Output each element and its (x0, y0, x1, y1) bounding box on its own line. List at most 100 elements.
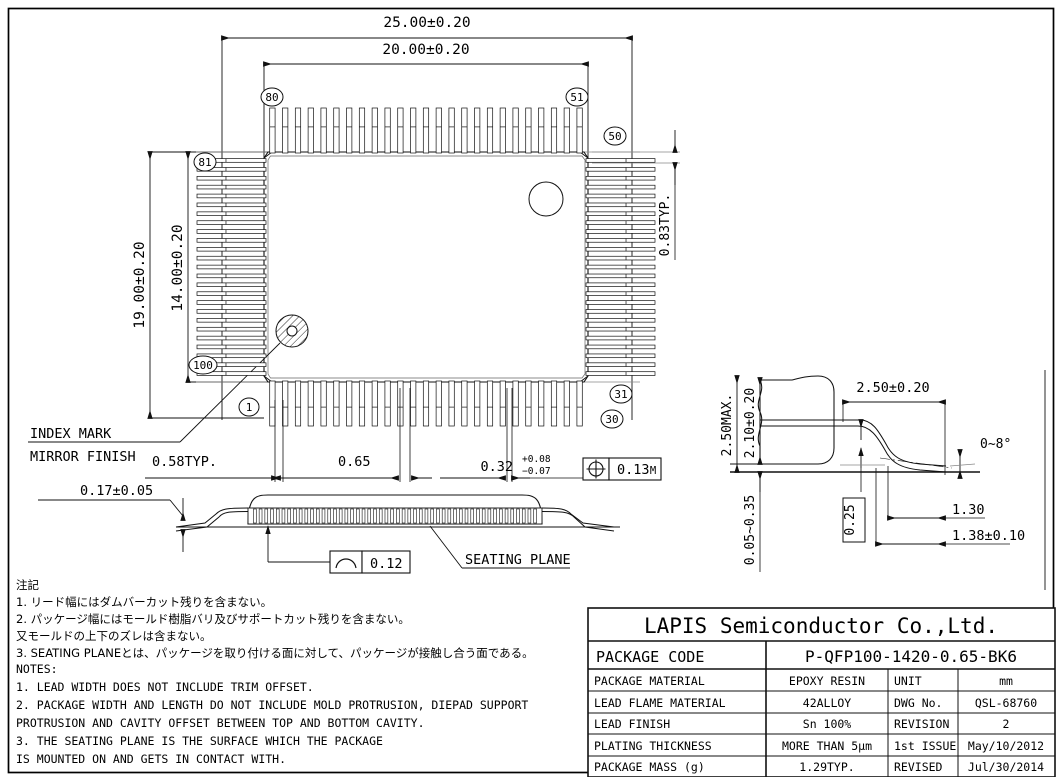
notes-jp-line-1: 1. リード幅にはダムバーカット残りを含まない。 (16, 595, 272, 609)
lead (585, 282, 656, 287)
lead (585, 211, 656, 216)
lead (474, 107, 481, 154)
lead (461, 107, 468, 154)
lead (333, 107, 340, 154)
sheet-border (7, 7, 1055, 774)
lead (410, 107, 417, 154)
lead (461, 380, 468, 427)
lead (269, 107, 276, 154)
side-lead (378, 508, 383, 524)
lead (358, 107, 366, 154)
lead (422, 107, 430, 154)
dim-stand-off: 0.17±0.05 (80, 483, 153, 499)
lead (294, 380, 302, 427)
side-lead (459, 508, 463, 524)
side-lead (344, 508, 349, 524)
side-lead (287, 508, 291, 524)
lead (448, 380, 455, 427)
lead (585, 220, 656, 225)
lead (307, 380, 314, 427)
pin-callout-31: 31 (609, 384, 633, 404)
lead (585, 335, 656, 341)
row-label-3: PLATING THICKNESS (594, 739, 712, 753)
row-value2-3: May/10/2012 (968, 739, 1044, 753)
lead (196, 353, 267, 359)
lead (512, 107, 519, 154)
side-lead (253, 508, 257, 524)
lead (585, 202, 656, 208)
pin-callout-100: 100 (188, 355, 218, 375)
row-value2-4: Jul/30/2014 (968, 760, 1044, 774)
dim-lead-thickness: 0.25 (843, 504, 858, 535)
lead (196, 264, 267, 270)
side-lead (281, 508, 286, 524)
side-lead (258, 508, 263, 524)
side-lead (316, 508, 320, 524)
lead (563, 107, 570, 154)
side-lead (499, 508, 503, 524)
lead (585, 167, 656, 172)
notes-en-line-4: 3. THE SEATING PLANE IS THE SURFACE WHIC… (16, 734, 383, 748)
lead (196, 229, 267, 234)
lead (435, 107, 442, 154)
side-lead (441, 508, 446, 524)
lead (585, 326, 656, 332)
side-lead (356, 508, 360, 524)
lead (585, 193, 656, 199)
lead (576, 380, 583, 427)
side-lead (470, 508, 474, 524)
dim-lead-angle: 0~8° (980, 437, 1011, 452)
notes-en-line-3: PROTRUSION AND CAVITY OFFSET BETWEEN TOP… (16, 716, 425, 730)
package-code-value: P-QFP100-1420-0.65-BK6 (805, 647, 1017, 666)
side-lead (430, 508, 434, 524)
dim-body-width: 20.00±0.20 (382, 42, 469, 58)
lead (294, 107, 302, 154)
lead (585, 229, 656, 234)
pin-callout-label: 81 (198, 156, 211, 169)
coplanarity-frame (329, 550, 411, 574)
lead (512, 380, 519, 427)
side-lead (481, 508, 486, 524)
side-lead (413, 508, 417, 524)
row-value2-2: 2 (1003, 717, 1010, 731)
seating-plane-label: SEATING PLANE (465, 552, 571, 568)
lead (422, 380, 430, 427)
side-lead (321, 508, 326, 524)
notes-en-line-2: 2. PACKAGE WIDTH AND LENGTH DO NOT INCLU… (16, 698, 528, 712)
side-lead (436, 508, 440, 524)
row-label-4: PACKAGE MASS (g) (594, 760, 705, 774)
lead (196, 175, 267, 181)
lead (346, 380, 353, 427)
lead (435, 380, 442, 427)
row-label-0: PACKAGE MATERIAL (594, 674, 705, 688)
side-lead (521, 508, 526, 524)
notes-en-line-1: 1. LEAD WIDTH DOES NOT INCLUDE TRIM OFFS… (16, 680, 314, 694)
mirror-finish-label: MIRROR FINISH (30, 449, 136, 465)
side-lead (298, 508, 303, 524)
side-lead (464, 508, 469, 524)
lead-thickness-box (842, 497, 866, 543)
lead (196, 282, 267, 287)
pin-callout-1: 1 (238, 397, 260, 417)
title-block: LAPIS Semiconductor Co.,Ltd. PACKAGE COD… (587, 607, 1056, 777)
side-lead (424, 508, 429, 524)
side-lead (293, 508, 297, 524)
lead (196, 318, 267, 323)
side-lead (516, 508, 520, 524)
row-label2-2: REVISION (894, 717, 949, 731)
row-label2-4: REVISED (894, 760, 943, 774)
pin-callout-label: 31 (614, 388, 627, 401)
lead (196, 335, 267, 341)
side-lead (310, 508, 314, 524)
lead (585, 158, 656, 163)
notes-en-line-5: IS MOUNTED ON AND GETS IN CONTACT WITH. (16, 752, 286, 766)
dim-overall-height: 19.00±0.20 (132, 241, 148, 328)
pin-callout-30: 30 (600, 409, 624, 429)
pin-callouts: 80 51 50 81 100 1 31 30 (188, 87, 633, 429)
side-lead (447, 508, 452, 524)
side-lead (333, 508, 337, 524)
lead (585, 238, 656, 243)
lead (585, 353, 656, 359)
dim-lead-length-total: 2.50±0.20 (856, 380, 929, 396)
